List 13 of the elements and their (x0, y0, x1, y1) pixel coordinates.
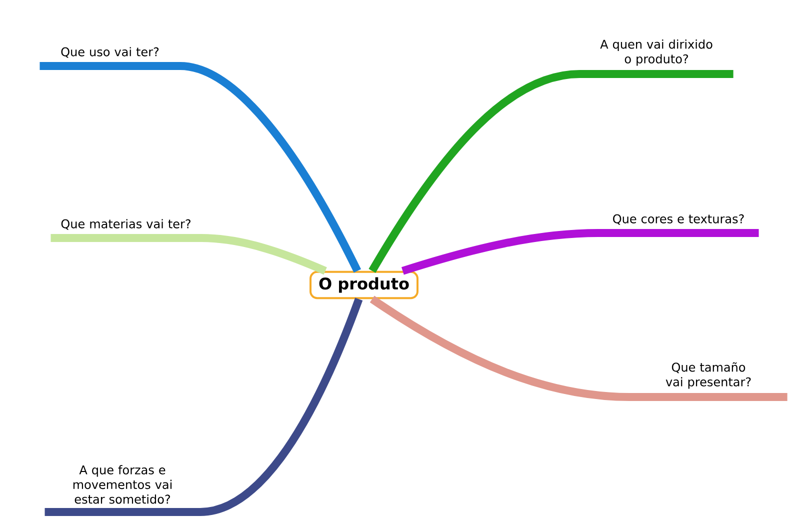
central-topic: O produto (310, 270, 418, 300)
branch-label: Que uso vai ter? (61, 47, 159, 58)
branch-line (402, 229, 759, 275)
branch-line (368, 70, 734, 273)
branch-label: A quen vai dirixido o produto? (600, 39, 712, 66)
branch-label: A que forzas e movementos vai estar sometido? (73, 465, 172, 504)
branch-label: Que tamaño vai presentar? (666, 362, 751, 389)
branch-line (370, 296, 788, 401)
branch-line (50, 234, 327, 275)
branch-label: Que materias vai ter? (61, 219, 190, 230)
branch-line (40, 62, 361, 273)
branch-label: Que cores e texturas? (613, 214, 744, 225)
branch-line (44, 298, 363, 516)
